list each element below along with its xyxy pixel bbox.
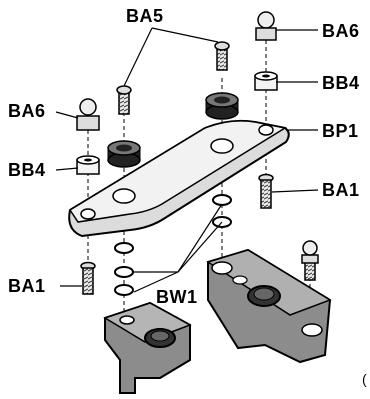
label-ba1-right: BA1 [322, 180, 360, 200]
label-bp1: BP1 [322, 121, 359, 141]
label-bb4-right: BB4 [322, 73, 360, 93]
leader-lines [55, 27, 319, 293]
label-bb4-left: BB4 [8, 160, 46, 180]
steering-arm-left [103, 301, 192, 394]
ba1-screw-left [80, 261, 96, 295]
bw1-washers [114, 194, 232, 296]
bb4-spacer-right [254, 71, 278, 91]
label-bw1: BW1 [156, 287, 198, 307]
ba6-ball-top [255, 11, 277, 41]
bushing-left [107, 140, 141, 168]
ba1-screw-right [258, 173, 274, 209]
steering-arm-right [206, 248, 332, 364]
ba5-screw-left [116, 85, 132, 115]
bushing-right [205, 92, 239, 120]
ba5-screw-right [214, 41, 230, 71]
label-ba5: BA5 [126, 6, 164, 26]
label-ba6-top: BA6 [322, 21, 360, 41]
ba6-ball-left [76, 98, 100, 131]
label-ba1-left: BA1 [8, 276, 46, 296]
label-ba6-left: BA6 [8, 101, 46, 121]
bb4-spacer-left [76, 155, 100, 175]
ball-stud [301, 240, 319, 281]
bp1-plate [68, 119, 290, 238]
edge-glyph: ( [362, 371, 367, 387]
